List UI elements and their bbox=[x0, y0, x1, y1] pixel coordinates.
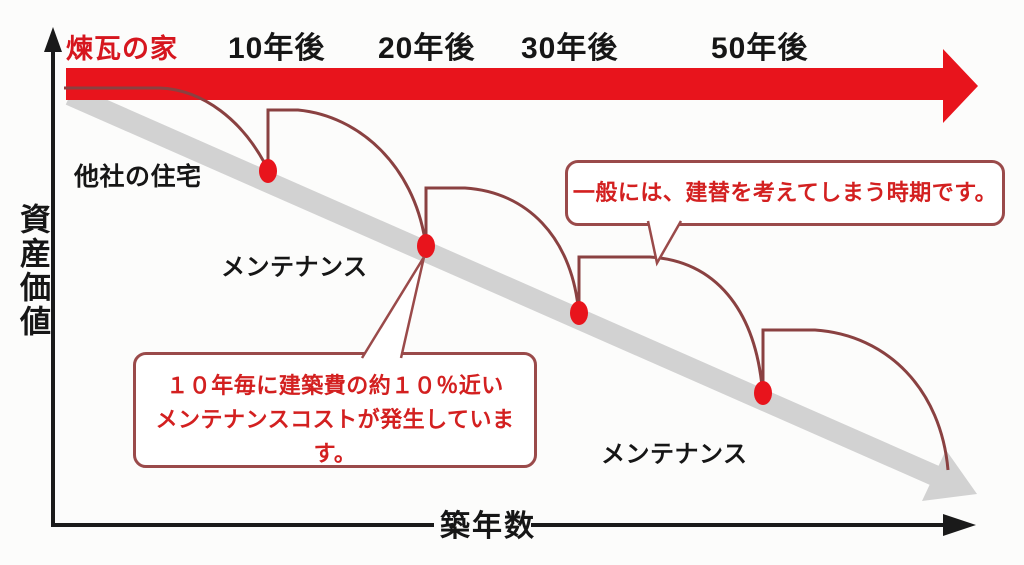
maintenance-label-1: メンテナンス bbox=[221, 254, 368, 281]
maintenance-label-2: メンテナンス bbox=[601, 441, 748, 468]
y-axis-arrow-icon bbox=[44, 27, 62, 52]
y-axis-label: 資産価値 bbox=[15, 203, 50, 339]
cost-callout-line1: １０年毎に建築費の約１０％近い bbox=[166, 373, 504, 398]
rebuild-callout-text: 一般には、建替を考えてしまう時期です。 bbox=[572, 180, 998, 205]
rebuild-callout: 一般には、建替を考えてしまう時期です。 bbox=[565, 160, 1005, 226]
value-bounce-curve-1 bbox=[266, 108, 427, 241]
value-bounce-curve-4 bbox=[761, 328, 950, 471]
maintenance-dot-3 bbox=[570, 301, 588, 325]
other-house-label: 他社の住宅 bbox=[74, 163, 202, 191]
year-label-30: 30年後 bbox=[521, 32, 619, 65]
year-label-50: 50年後 bbox=[711, 32, 809, 65]
value-bounce-curve-2 bbox=[424, 186, 580, 307]
maintenance-dot-2 bbox=[417, 234, 435, 258]
other-house-arrow-head-icon bbox=[922, 450, 977, 501]
brand-label: 煉瓦の家 bbox=[66, 34, 178, 64]
brick-house-arrow bbox=[66, 49, 978, 123]
maintenance-dot-1 bbox=[259, 159, 277, 183]
cost-callout-line2: メンテナンスコストが発生しています。 bbox=[155, 407, 515, 466]
year-label-20: 20年後 bbox=[378, 32, 476, 65]
x-axis-arrow-icon bbox=[943, 514, 976, 536]
value-drop-curve-initial bbox=[64, 86, 266, 163]
year-label-10: 10年後 bbox=[228, 32, 326, 65]
cost-callout: １０年毎に建築費の約１０％近い メンテナンスコストが発生しています。 bbox=[133, 352, 537, 468]
x-axis-label: 築年数 bbox=[440, 510, 536, 543]
maintenance-dot-4 bbox=[754, 381, 772, 405]
other-house-arrow-shaft bbox=[65, 85, 943, 487]
